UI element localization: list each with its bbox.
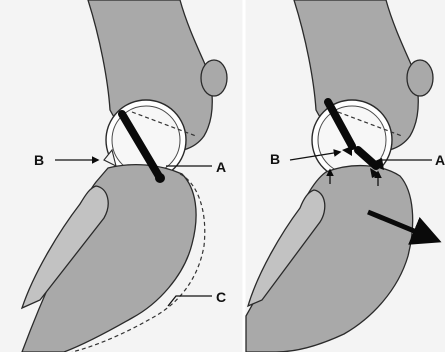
label-a-left: A	[216, 159, 226, 175]
sesamoid-left	[201, 60, 227, 96]
label-b-right: B	[270, 151, 280, 167]
sesamoid-right	[407, 60, 433, 96]
label-a-right: A	[435, 152, 445, 168]
ligament-insertion-left	[155, 173, 165, 183]
label-b-left: B	[34, 152, 44, 168]
label-c-left: C	[216, 289, 226, 305]
